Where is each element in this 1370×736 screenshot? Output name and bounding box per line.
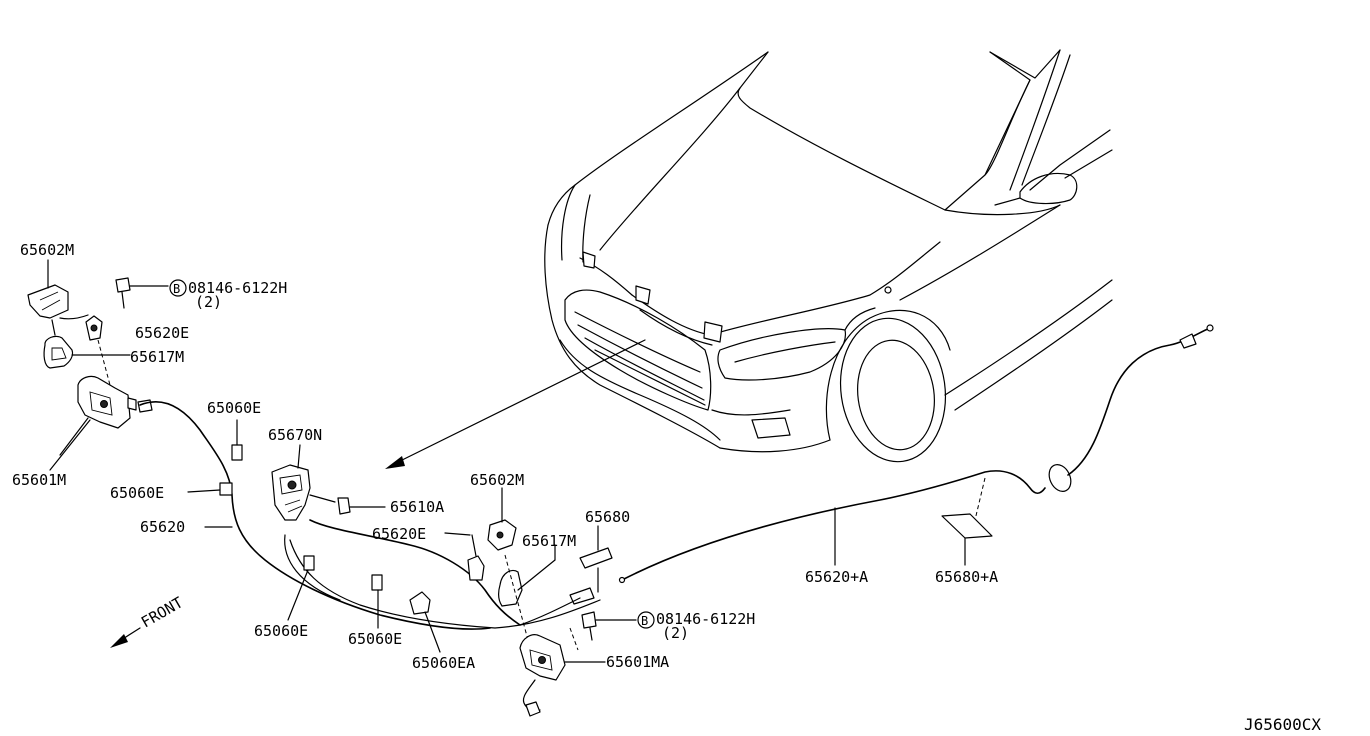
label-65620: 65620 — [140, 518, 185, 536]
bolt-symbol-top — [169, 279, 187, 297]
diagram-code: J65600CX — [1244, 715, 1321, 734]
label-65060E-top: 65060E — [207, 399, 261, 417]
label-65601MA: 65601MA — [606, 653, 669, 671]
label-65620E-mid: 65620E — [372, 525, 426, 543]
center-hood-lock-assembly — [271, 324, 1214, 717]
bracket-65602M-top — [27, 284, 69, 319]
label-65060E-left: 65060E — [110, 484, 164, 502]
car-front-illustration — [385, 49, 1113, 469]
bolt-symbol-bottom-letter: B — [641, 614, 648, 628]
pad-65680A — [941, 513, 993, 539]
cable-65620-left — [139, 401, 491, 630]
label-65620E-top: 65620E — [135, 324, 189, 342]
label-bolt-bottom-number: 08146-6122H — [656, 610, 755, 628]
cover-65680 — [579, 547, 613, 569]
label-65060EA: 65060EA — [412, 654, 475, 672]
bolt-bottom — [581, 611, 597, 629]
bolt-symbol-top-letter: B — [173, 282, 180, 296]
label-65602M-top: 65602M — [20, 241, 74, 259]
label-65060E-bottom-left: 65060E — [254, 622, 308, 640]
label-65610A: 65610A — [390, 498, 444, 516]
bolt-symbol-bottom — [637, 611, 655, 629]
label-65620A: 65620+A — [805, 568, 868, 586]
bolt-top — [115, 277, 131, 293]
label-65670N: 65670N — [268, 426, 322, 444]
label-65680: 65680 — [585, 508, 630, 526]
label-65602M-mid: 65602M — [470, 471, 524, 489]
release-handle — [1048, 464, 1072, 492]
part-labels: 65602M B 08146-6122H (2) 65620E 65617M 6… — [12, 241, 1321, 734]
seal-65617M-top — [43, 335, 74, 369]
front-arrow: FRONT — [110, 593, 186, 648]
clip-65060EA — [409, 591, 431, 615]
cable-loop — [309, 519, 521, 626]
label-65601M: 65601M — [12, 471, 66, 489]
clip-65620E-mid — [467, 555, 485, 581]
label-bolt-bottom-qty: (2) — [662, 624, 689, 642]
label-bolt-top-number: 08146-6122H — [188, 279, 287, 297]
label-65617M-mid: 65617M — [522, 532, 576, 550]
label-65617M-top: 65617M — [130, 348, 184, 366]
label-bolt-top-qty: (2) — [195, 293, 222, 311]
left-hood-lock-assembly — [27, 259, 491, 630]
bolt-65610A — [337, 497, 351, 515]
cable-65620A — [621, 470, 1046, 581]
label-65060E-bottom-mid: 65060E — [348, 630, 402, 648]
front-label: FRONT — [138, 593, 186, 631]
label-65680A: 65680+A — [935, 568, 998, 586]
